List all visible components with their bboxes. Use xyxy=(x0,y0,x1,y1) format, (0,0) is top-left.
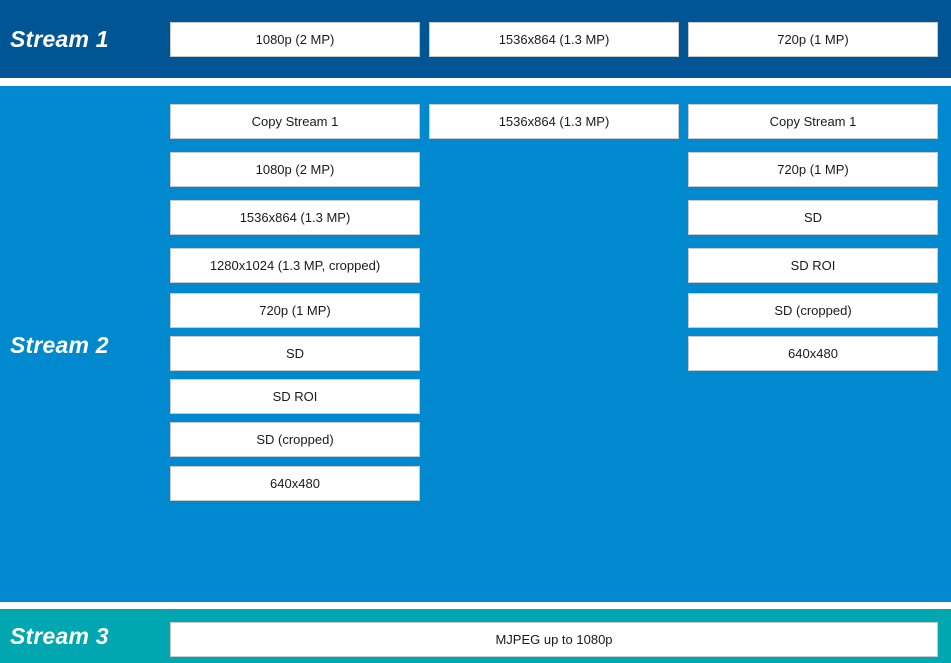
stream-3-label: Stream 3 xyxy=(10,623,109,649)
stream-2-left-option-sd-roi[interactable]: SD ROI xyxy=(170,379,420,414)
stream-2-left-option-1536x864[interactable]: 1536x864 (1.3 MP) xyxy=(170,200,420,235)
stream-3-option-mjpeg[interactable]: MJPEG up to 1080p xyxy=(170,622,938,657)
stream-2-right-option-sd-cropped[interactable]: SD (cropped) xyxy=(688,293,938,328)
stream-2-left-option-720p[interactable]: 720p (1 MP) xyxy=(170,293,420,328)
stream-2-right-option-sd[interactable]: SD xyxy=(688,200,938,235)
stream-2-left-option-sd-cropped[interactable]: SD (cropped) xyxy=(170,422,420,457)
stream-1-option-720p[interactable]: 720p (1 MP) xyxy=(688,22,938,57)
stream-2-label: Stream 2 xyxy=(10,332,109,358)
stream-2-left-option-1080p[interactable]: 1080p (2 MP) xyxy=(170,152,420,187)
stream-2-right-option-sd-roi[interactable]: SD ROI xyxy=(688,248,938,283)
stream-2-right-option-720p[interactable]: 720p (1 MP) xyxy=(688,152,938,187)
stream-1-label: Stream 1 xyxy=(10,26,109,52)
stream-2-left-option-640x480[interactable]: 640x480 xyxy=(170,466,420,501)
stream-2-left-option-1280x1024[interactable]: 1280x1024 (1.3 MP, cropped) xyxy=(170,248,420,283)
stream-2-right-option-640x480[interactable]: 640x480 xyxy=(688,336,938,371)
stream-2-middle-option-1536x864[interactable]: 1536x864 (1.3 MP) xyxy=(429,104,679,139)
stream-1-option-1536x864[interactable]: 1536x864 (1.3 MP) xyxy=(429,22,679,57)
stream-2-right-option-copy-stream-1[interactable]: Copy Stream 1 xyxy=(688,104,938,139)
stream-2-left-option-copy-stream-1[interactable]: Copy Stream 1 xyxy=(170,104,420,139)
stream-2-left-option-sd[interactable]: SD xyxy=(170,336,420,371)
stream-1-option-1080p[interactable]: 1080p (2 MP) xyxy=(170,22,420,57)
